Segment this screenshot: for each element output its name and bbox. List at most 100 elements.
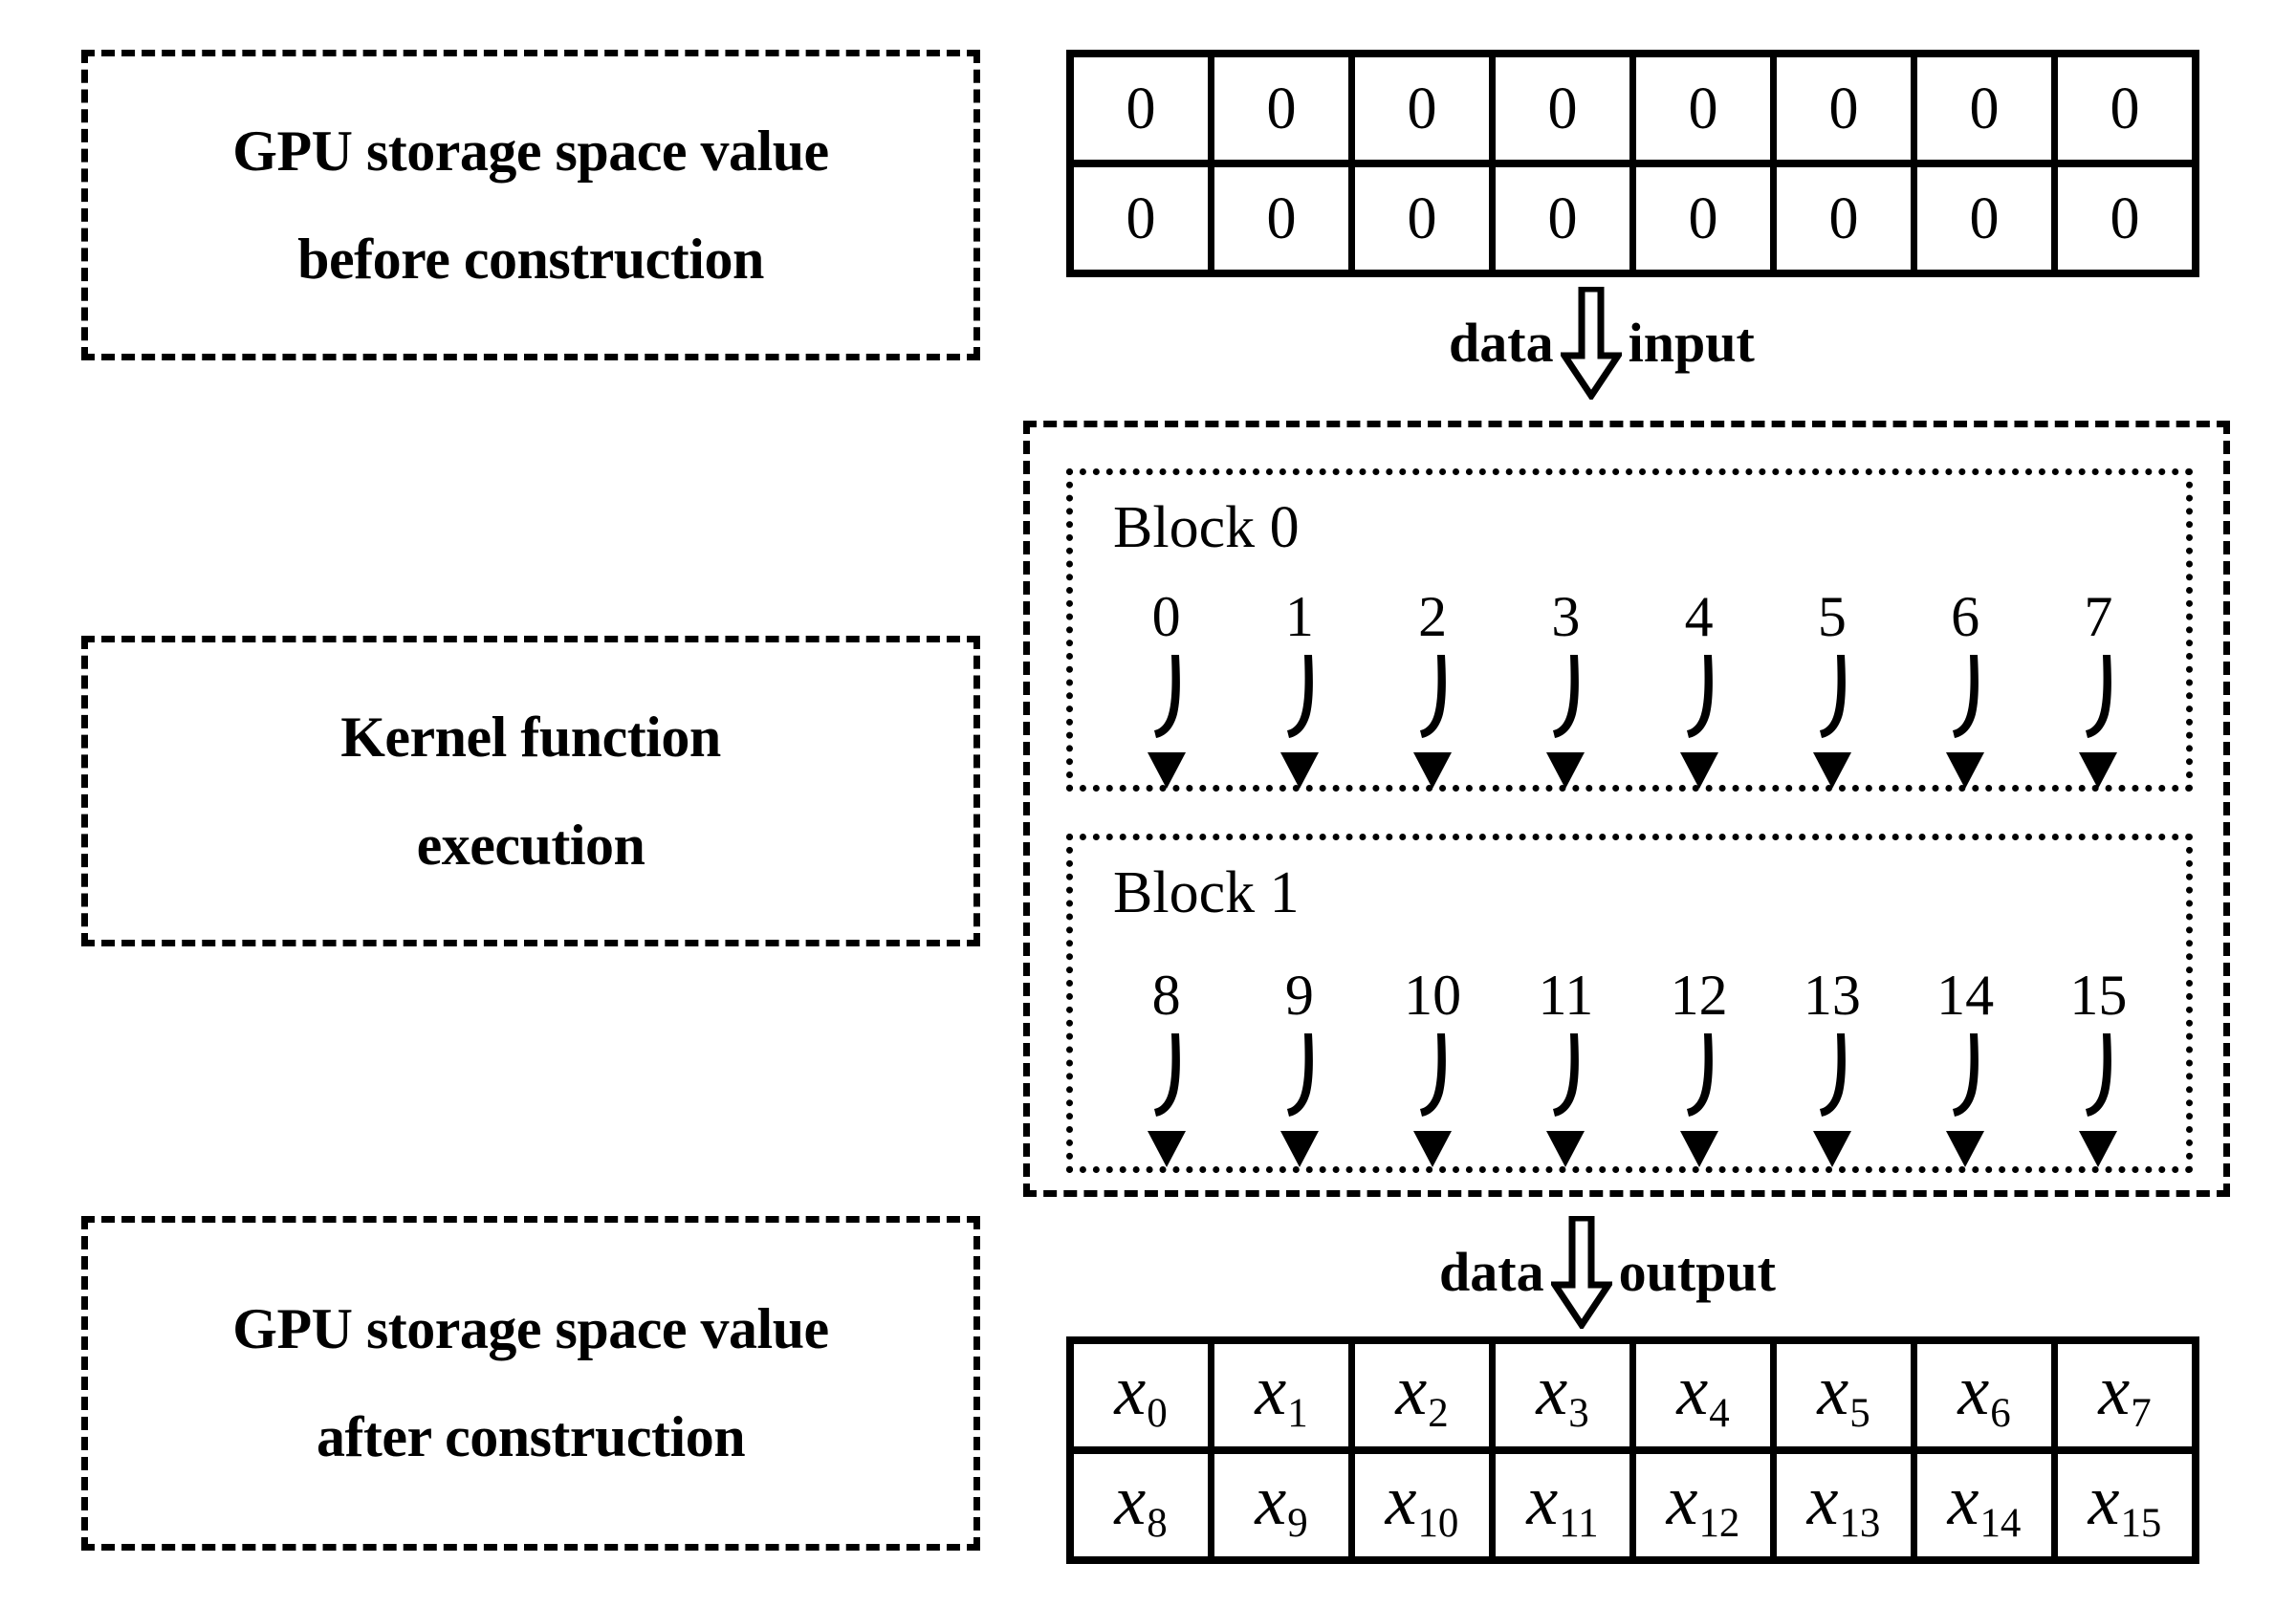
memory-cell: 0	[1489, 167, 1629, 270]
thread-arrowhead-icon	[1278, 749, 1322, 796]
memory-cell: 0	[1911, 167, 2051, 270]
memory-cell: x12	[1629, 1454, 1770, 1556]
thread-hook-icon	[1148, 651, 1186, 748]
thread-marker: 8	[1100, 966, 1233, 1175]
thread-hook-icon	[2079, 651, 2117, 748]
thread-marker: 13	[1765, 966, 1898, 1175]
memory-cell: x3	[1489, 1344, 1629, 1446]
thread-hook-icon	[1280, 651, 1319, 748]
thread-hook-icon	[1946, 651, 1984, 748]
thread-marker: 9	[1233, 966, 1366, 1175]
label-before-line-2: before construction	[297, 227, 764, 291]
thread-marker: 15	[2032, 966, 2165, 1175]
block-title-1: Block 1	[1113, 860, 1300, 925]
label-kernel-line-2: execution	[416, 813, 645, 877]
down-block-arrow-icon	[1554, 287, 1629, 400]
memory-cell: 0	[1489, 57, 1629, 160]
thread-marker: 11	[1499, 966, 1632, 1175]
thread-marker: 0	[1100, 588, 1233, 796]
thread-hook-icon	[1546, 651, 1585, 748]
memory-cell: 0	[1770, 57, 1911, 160]
label-kernel-line-1: Kernel function	[340, 705, 721, 769]
thread-id-label: 6	[1951, 585, 1980, 648]
thread-marker: 3	[1499, 588, 1632, 796]
thread-id-label: 8	[1151, 964, 1181, 1027]
thread-id-label: 1	[1284, 585, 1314, 648]
thread-id-label: 0	[1151, 585, 1181, 648]
thread-hook-icon	[1680, 1030, 1718, 1126]
thread-marker: 4	[1632, 588, 1765, 796]
memory-cell: x8	[1114, 1462, 1168, 1546]
thread-marker: 5	[1765, 588, 1898, 796]
memory-cell: x14	[1911, 1454, 2051, 1556]
label-before-line-1: GPU storage space value	[232, 119, 829, 183]
thread-arrowhead-icon	[1278, 1128, 1322, 1175]
thread-marker: 12	[1632, 966, 1765, 1175]
memory-cell: x2	[1348, 1344, 1489, 1446]
thread-arrowhead-icon	[1410, 749, 1454, 796]
memory-cell: x9	[1208, 1454, 1348, 1556]
memory-cell: x13	[1770, 1454, 1911, 1556]
memory-cell: x6	[1911, 1344, 2051, 1446]
thread-id-label: 14	[1936, 964, 1995, 1027]
data-input-label-right: input	[1628, 312, 1755, 374]
memory-cell: x4	[1629, 1344, 1770, 1446]
label-box-before-construction: GPU storage space value before construct…	[81, 50, 980, 360]
memory-cell: 0	[1208, 57, 1348, 160]
memory-cell: 0	[1126, 185, 1156, 251]
thread-hook-icon	[1148, 1030, 1186, 1126]
thread-marker: 14	[1899, 966, 2032, 1175]
thread-marker: 10	[1367, 966, 1499, 1175]
thread-id-label: 15	[2069, 964, 2128, 1027]
label-after-line-1: GPU storage space value	[232, 1297, 829, 1360]
thread-marker: 2	[1367, 588, 1499, 796]
label-after-line-2: after construction	[316, 1405, 746, 1468]
data-output-label-left: data	[1439, 1241, 1544, 1303]
memory-cell: 0	[1629, 167, 1770, 270]
memory-cell: 0	[1208, 167, 1348, 270]
label-box-after-construction: GPU storage space value after constructi…	[81, 1216, 980, 1551]
thread-hook-icon	[1546, 1030, 1585, 1126]
memory-cell: 0	[1629, 57, 1770, 160]
data-input-flow: data input	[1449, 287, 1755, 400]
thread-hook-icon	[1680, 651, 1718, 748]
memory-cell: 0	[1348, 57, 1489, 160]
down-block-arrow-icon	[1544, 1216, 1619, 1329]
memory-cell: 0	[1126, 76, 1156, 141]
memory-cell: x10	[1348, 1454, 1489, 1556]
thread-arrowhead-icon	[1810, 749, 1854, 796]
thread-hook-icon	[2079, 1030, 2117, 1126]
memory-cell: 0	[1348, 167, 1489, 270]
thread-id-label: 5	[1817, 585, 1847, 648]
thread-marker: 1	[1233, 588, 1366, 796]
thread-hook-icon	[1946, 1030, 1984, 1126]
thread-arrowhead-icon	[1145, 749, 1189, 796]
memory-cell: x0	[1114, 1352, 1168, 1436]
block-title-0: Block 0	[1113, 495, 1300, 560]
thread-arrowhead-icon	[1145, 1128, 1189, 1175]
memory-cell: 0	[1770, 167, 1911, 270]
thread-hook-icon	[1413, 1030, 1452, 1126]
thread-hook-icon	[1280, 1030, 1319, 1126]
thread-arrowhead-icon	[1677, 749, 1721, 796]
memory-cell: x1	[1208, 1344, 1348, 1446]
thread-arrowhead-icon	[2076, 749, 2120, 796]
thread-id-label: 3	[1551, 585, 1581, 648]
thread-arrowhead-icon	[2076, 1128, 2120, 1175]
thread-arrowhead-icon	[1943, 749, 1987, 796]
memory-cell: 0	[1911, 57, 2051, 160]
thread-id-label: 11	[1538, 964, 1594, 1027]
thread-marker: 7	[2032, 588, 2165, 796]
thread-id-label: 9	[1284, 964, 1314, 1027]
thread-id-label: 4	[1684, 585, 1714, 648]
thread-id-label: 2	[1418, 585, 1448, 648]
memory-cell: x15	[2051, 1454, 2192, 1556]
thread-arrowhead-icon	[1943, 1128, 1987, 1175]
